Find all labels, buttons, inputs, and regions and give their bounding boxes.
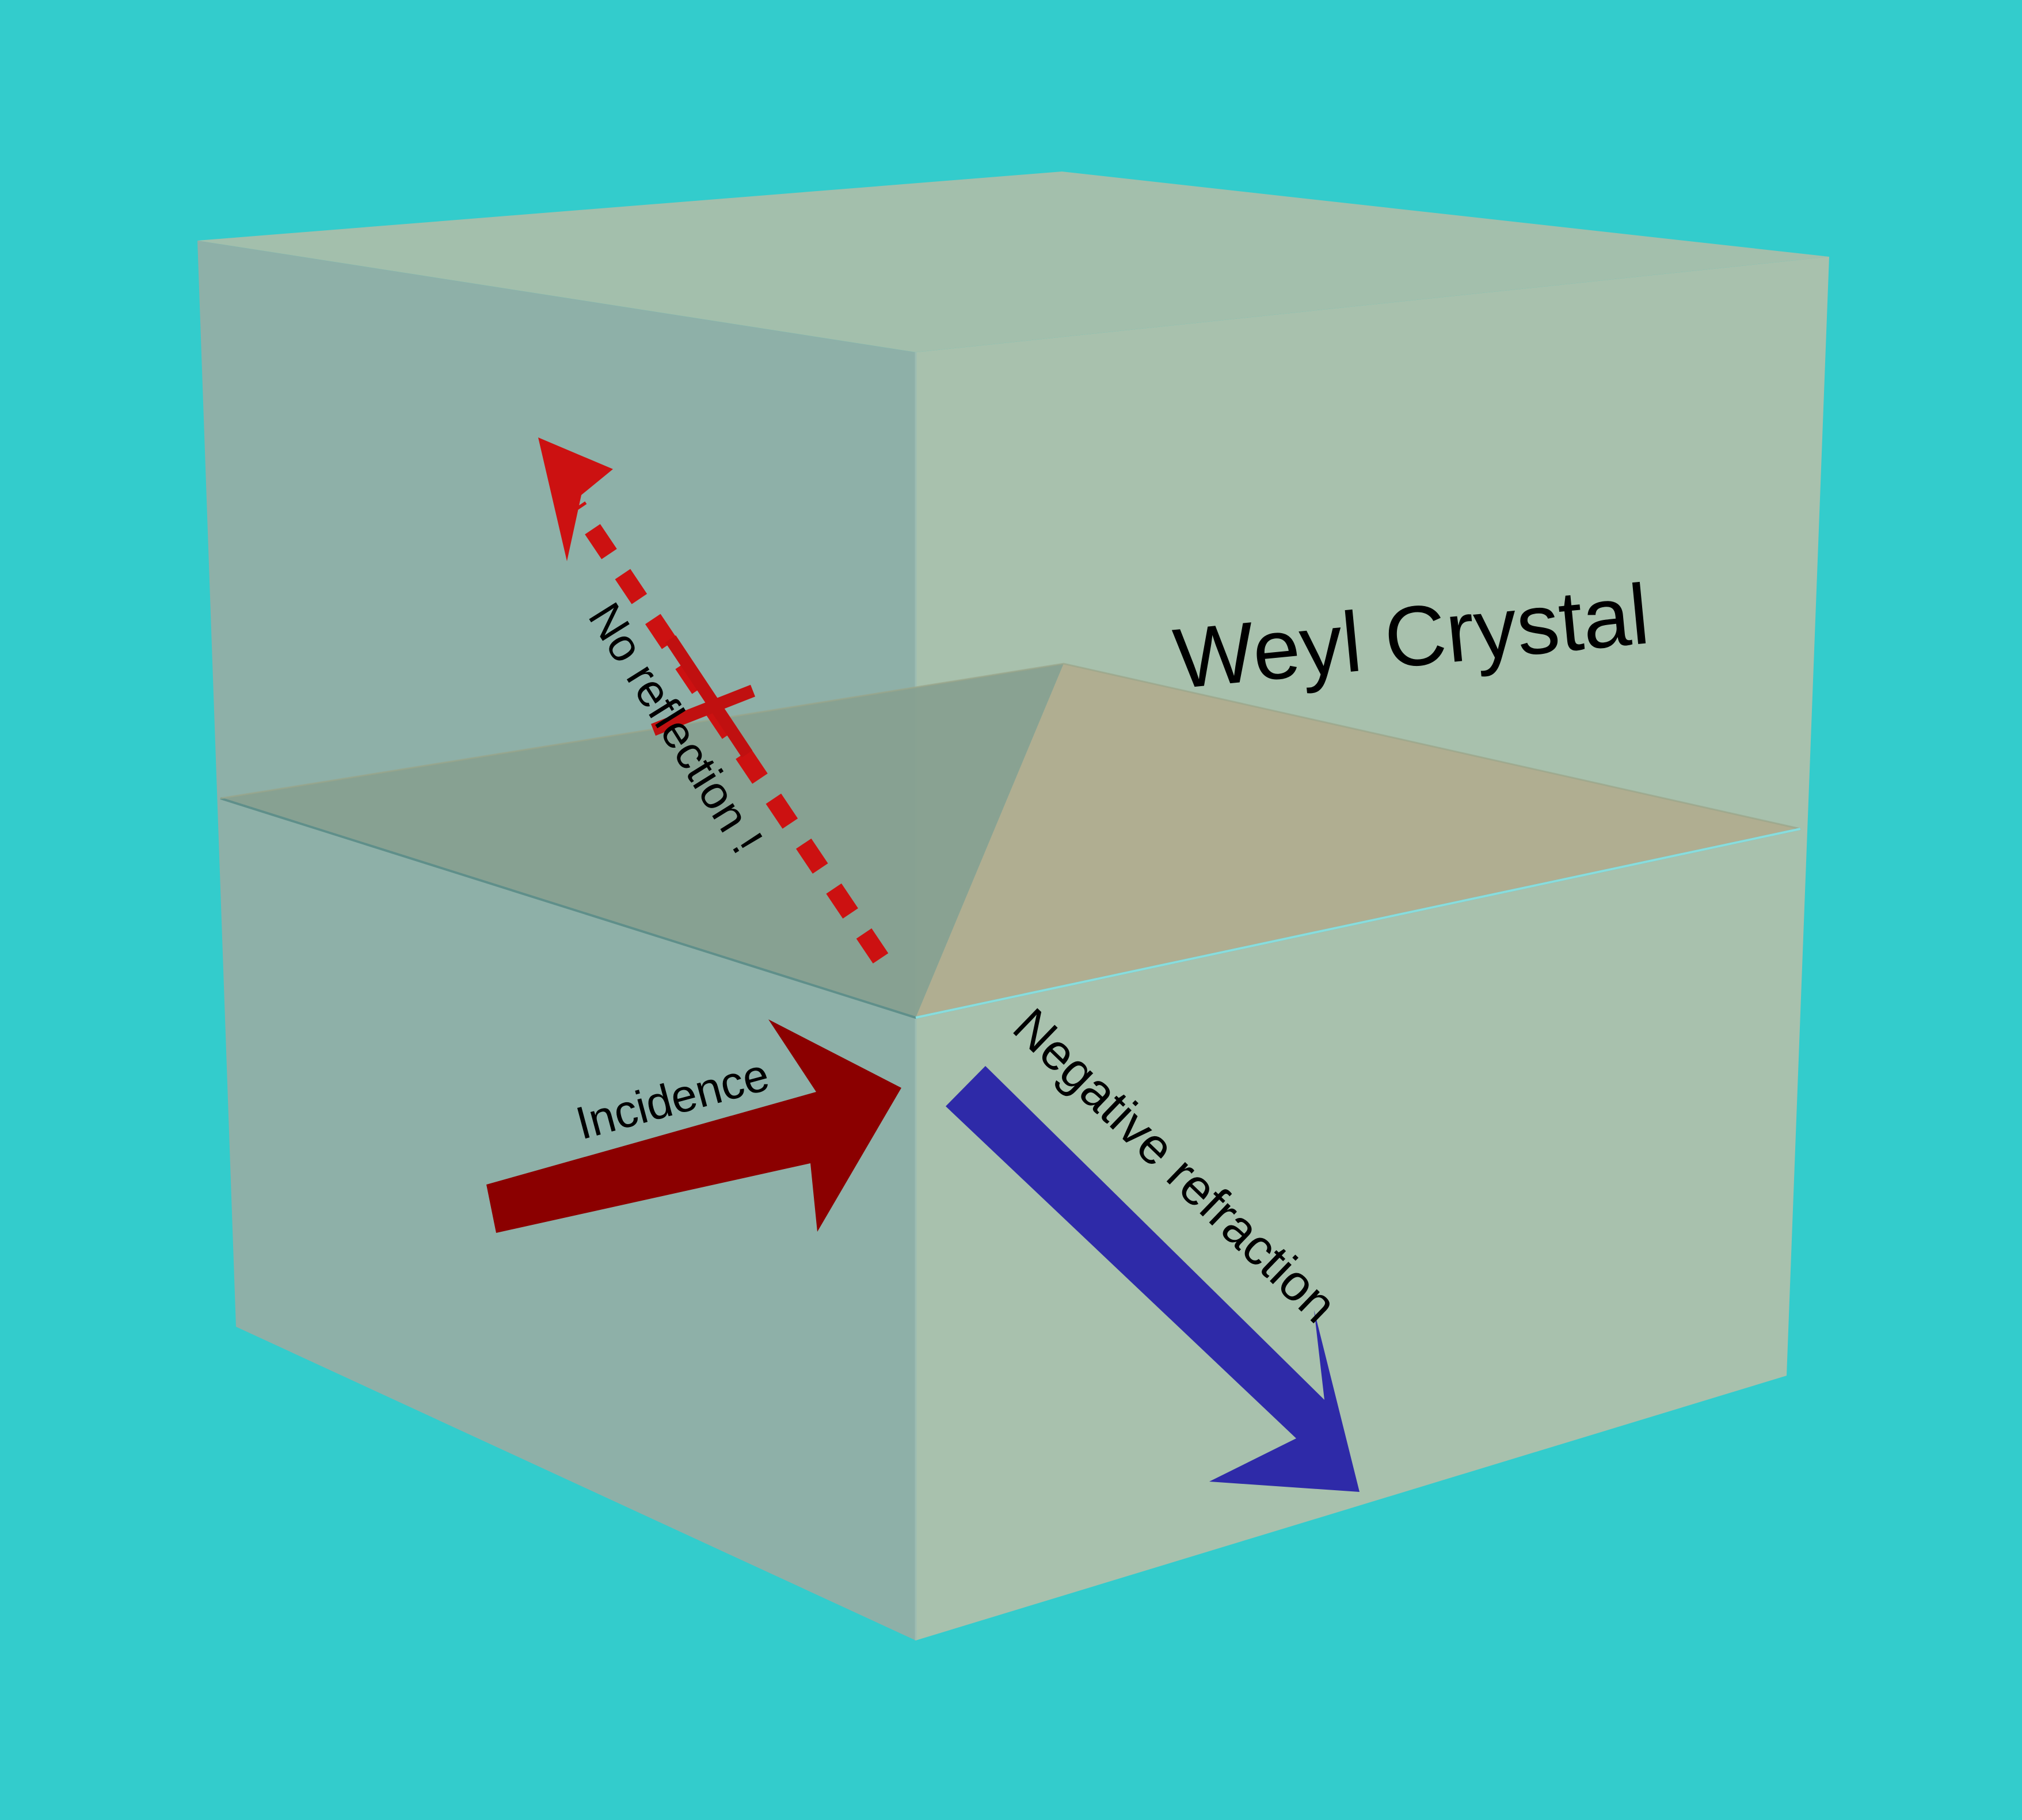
interface-plane-left [220,664,1064,1018]
crystal-top-face [197,172,1829,352]
interface-plane-right [916,664,1800,1018]
interface-back-edge [220,662,1801,830]
interface-highlight-edge [915,828,1801,1019]
crystal-left-face [197,241,916,1640]
incident-arrow [486,1019,901,1233]
reflected-arrow [538,437,889,964]
refracted-arrow [946,1066,1360,1492]
crystal-right-face [916,257,1829,1640]
cross-mark-icon [650,635,756,758]
interface-plane [220,662,1801,1019]
reflected-arrow-head [538,437,613,561]
crystal-cube [197,172,1829,1640]
